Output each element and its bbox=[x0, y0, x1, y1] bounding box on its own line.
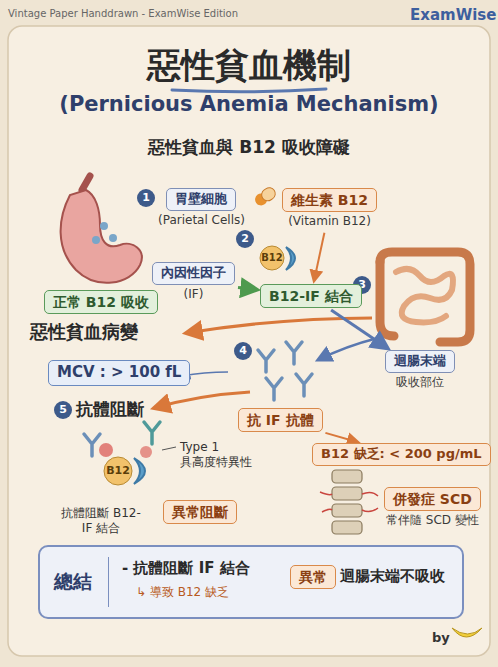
spine bbox=[332, 470, 362, 534]
flow-arrow bbox=[154, 392, 250, 408]
cell-box: 胃壁細胞 (Parietal Cells) bbox=[158, 188, 245, 228]
molecule-label: B12 bbox=[260, 252, 284, 263]
callout-number: 5 bbox=[54, 401, 72, 419]
lab-value-box: MCV : > 100 fL bbox=[48, 360, 190, 386]
node-label: 維生素 B12 bbox=[282, 188, 377, 212]
flow-connector bbox=[314, 233, 324, 281]
node-label: MCV : > 100 fL bbox=[48, 360, 190, 386]
antibody bbox=[258, 350, 274, 372]
flow-connector bbox=[238, 288, 257, 290]
node-note: ↳ 導致 B12 缺乏 bbox=[136, 585, 229, 601]
node-label: 異常 bbox=[290, 565, 336, 589]
b12-molecule bbox=[260, 246, 284, 270]
intrinsic-factor bbox=[286, 247, 295, 270]
stomach bbox=[61, 190, 142, 283]
summary-band: 總結 - 抗體阻斷 IF 結合 ↳ 導致 B12 缺乏 迴腸末端不吸收異常 bbox=[38, 545, 464, 619]
antibodies bbox=[258, 342, 312, 400]
subtitle: (Pernicious Anemia Mechanism) bbox=[0, 92, 498, 116]
edition-note: Vintage Paper Handdrawn - ExamWise Editi… bbox=[8, 8, 238, 19]
tag-box: 異常 bbox=[290, 565, 336, 589]
node-label: 總結 bbox=[54, 569, 92, 594]
node-label: B12-IF 結合 bbox=[260, 284, 362, 308]
parietal-cell bbox=[109, 234, 117, 242]
node-note: 常伴隨 SCD 變性 bbox=[384, 513, 481, 529]
flow-connector bbox=[331, 310, 388, 348]
node-note: 迴腸末端不吸收 bbox=[340, 567, 445, 587]
b12-molecule bbox=[104, 457, 132, 485]
vitamin-box: 維生素 B12 (Vitamin B12) bbox=[282, 188, 377, 230]
abnormal-box: 異常阻斷 bbox=[163, 500, 237, 524]
flow-connector bbox=[325, 433, 358, 442]
vertebra bbox=[332, 504, 362, 517]
pill bbox=[253, 185, 278, 207]
factor-box: 內因性因子 (IF) bbox=[152, 262, 235, 302]
callout-number: 2 bbox=[236, 230, 254, 248]
status-box: 正常 B12 吸收 bbox=[44, 290, 158, 314]
flow-arrow bbox=[318, 338, 378, 360]
node-label: B12 缺乏: < 200 pg/mL bbox=[312, 443, 491, 466]
block-splash bbox=[140, 446, 152, 458]
title-underline bbox=[172, 89, 326, 92]
blocking-antibodies bbox=[84, 422, 160, 456]
block-splash bbox=[99, 443, 113, 457]
node-note: (Vitamin B12) bbox=[282, 214, 377, 230]
site-box: 迴腸末端吸收部位 bbox=[385, 350, 455, 390]
vertebra bbox=[332, 470, 362, 483]
callout-number: 4 bbox=[234, 342, 252, 360]
signature: by bbox=[432, 630, 450, 645]
antibody bbox=[286, 342, 302, 364]
banana-icon bbox=[452, 628, 482, 637]
node-note: (Parietal Cells) bbox=[158, 213, 245, 229]
antibody bbox=[144, 422, 160, 444]
note-text: Type 1 具高度特異性 bbox=[180, 440, 272, 470]
callout-number: 1 bbox=[137, 189, 155, 207]
vertebra bbox=[332, 521, 362, 534]
node-label: 抗 IF 抗體 bbox=[238, 408, 323, 432]
parietal-cell bbox=[100, 222, 108, 230]
section-label: 惡性貧血病變 bbox=[30, 320, 138, 344]
brand-name: ExamWise bbox=[410, 6, 496, 24]
node-label: 正常 B12 吸收 bbox=[44, 290, 158, 314]
node-note: - 抗體阻斷 IF 結合 bbox=[122, 559, 250, 579]
antibody bbox=[296, 374, 312, 396]
title-text: 惡性貧血機制 bbox=[0, 44, 498, 86]
antibody-box: 抗 IF 抗體 bbox=[238, 408, 323, 432]
paper-panel bbox=[8, 26, 490, 656]
node-note: 吸收部位 bbox=[385, 375, 455, 391]
esophagus bbox=[82, 176, 90, 190]
node-label: 內因性因子 bbox=[152, 262, 235, 285]
antibody bbox=[266, 378, 282, 400]
large-intestine bbox=[380, 262, 394, 336]
molecule-label: B12 bbox=[104, 464, 132, 477]
vertebra bbox=[332, 487, 362, 500]
complication-box: 併發症 SCD 常伴隨 SCD 變性 bbox=[384, 487, 481, 529]
antibody bbox=[84, 434, 100, 456]
node-label: 胃壁細胞 bbox=[166, 188, 236, 211]
intrinsic-factor bbox=[134, 458, 145, 484]
node-note: (IF) bbox=[152, 287, 235, 303]
leader-line bbox=[162, 447, 176, 450]
lab-value-box: B12 缺乏: < 200 pg/mL bbox=[312, 443, 491, 466]
pill-half bbox=[259, 185, 277, 203]
section-label: 抗體阻斷 bbox=[76, 398, 144, 421]
divider-line bbox=[108, 557, 109, 607]
large-intestine bbox=[380, 252, 470, 342]
nerve-lines bbox=[320, 492, 378, 512]
node-label: 併發症 SCD bbox=[384, 487, 481, 511]
node-label: 異常阻斷 bbox=[163, 500, 237, 524]
node-label: 迴腸末端 bbox=[385, 350, 455, 373]
note-text: 抗體阻斷 B12-IF 結合 bbox=[58, 506, 144, 536]
parietal-cell bbox=[92, 236, 100, 244]
section-heading: 惡性貧血與 B12 吸收障礙 bbox=[0, 136, 498, 159]
complex-box: B12-IF 結合 bbox=[260, 284, 362, 308]
small-intestine bbox=[396, 269, 453, 323]
